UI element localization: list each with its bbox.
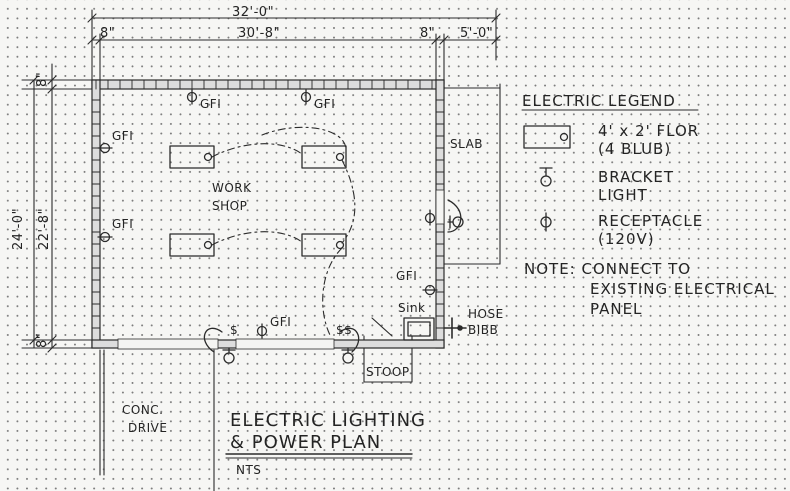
legend-item-line2: (120V) <box>598 230 655 248</box>
drive-label-line1: CONC. <box>122 403 164 417</box>
receptacle-icon <box>186 89 198 105</box>
receptacle-icon <box>422 284 438 296</box>
fluorescent-fixture-icon <box>169 233 215 257</box>
bracket-light-icon <box>539 167 553 187</box>
legend-item-line2: LIGHT <box>598 186 648 204</box>
receptacle-icon <box>424 210 436 226</box>
sink <box>403 317 435 341</box>
receptacle-icon <box>97 231 113 243</box>
building-walls <box>91 79 445 350</box>
fluorescent-fixture-icon <box>523 125 571 149</box>
legend-item-line1: RECEPTACLE <box>598 212 703 230</box>
title-block: ELECTRIC LIGHTING & POWER PLAN NTS <box>225 410 426 477</box>
receptacle-icon <box>97 142 113 154</box>
dim-left-wall: 8" <box>100 26 115 41</box>
gfi-label: GFI <box>314 97 335 111</box>
bracket-light-icon <box>341 347 355 364</box>
dimension-lines <box>21 9 501 491</box>
bracket-light-icon <box>222 347 236 364</box>
fluorescent-fixture-icon <box>301 145 347 169</box>
switch-symbol: $ <box>230 323 238 337</box>
fluorescent-fixture-icon <box>301 233 347 257</box>
sink-label: Sink <box>398 301 426 315</box>
dim-top-wall: 8" <box>35 72 50 87</box>
note-line2: EXISTING ELECTRICAL <box>590 280 775 298</box>
note-line3: PANEL <box>590 300 642 318</box>
fluorescent-fixtures <box>169 145 347 257</box>
dim-right-wall: 8" <box>420 26 435 41</box>
scale-label: NTS <box>236 463 261 477</box>
note-line1: NOTE: CONNECT TO <box>524 260 691 278</box>
drive-label-line2: DRIVE <box>128 421 167 435</box>
hose-label-line2: BIBB <box>468 323 498 337</box>
hose-label-line1: HOSE <box>468 307 504 321</box>
receptacle-icon <box>300 89 312 105</box>
double-switch-symbol: $$ <box>336 323 352 337</box>
wall-hatching <box>91 79 445 329</box>
electric-legend: ELECTRIC LEGEND 4' x 2' FLOR (4 BLUB) BR… <box>521 92 775 318</box>
stoop-label: STOOP <box>366 365 410 379</box>
plan-title-line2: & POWER PLAN <box>230 432 381 453</box>
gfi-label: GFI <box>270 315 291 329</box>
circuit-wiring <box>211 126 356 336</box>
dim-inner-width: 30'-8" <box>238 26 280 41</box>
bracket-lights <box>203 199 464 364</box>
dim-slab-width: 5'-0" <box>460 26 493 41</box>
dim-bottom-wall: 8" <box>35 333 50 348</box>
plan-title-line1: ELECTRIC LIGHTING <box>230 410 426 431</box>
dim-overall-width: 32'-0" <box>232 5 274 20</box>
room-label-line2: SHOP <box>212 199 247 213</box>
slab-label: SLAB <box>450 137 483 151</box>
receptacle-icon <box>540 212 552 232</box>
legend-item-line1: BRACKET <box>598 168 674 186</box>
dim-inner-depth: 22'-8" <box>37 208 52 250</box>
legend-title: ELECTRIC LEGEND <box>522 92 676 110</box>
receptacle-icon <box>256 323 268 339</box>
hose-bibb-icon <box>443 317 467 339</box>
dimension-texts: 32'-0" 8" 30'-8" 8" 5'-0" 8" 24'-0" 22'-… <box>11 5 493 348</box>
receptacles <box>97 89 438 339</box>
fluorescent-fixture-icon <box>169 145 215 169</box>
gfi-label: GFI <box>396 269 417 283</box>
dim-overall-depth: 24'-0" <box>11 208 26 250</box>
gfi-label: GFI <box>200 97 221 111</box>
gfi-label: GFI <box>112 129 133 143</box>
gfi-label: GFI <box>112 217 133 231</box>
room-label-line1: WORK <box>212 181 252 195</box>
legend-item-line2: (4 BLUB) <box>598 140 671 158</box>
legend-item-line1: 4' x 2' FLOR <box>598 122 699 140</box>
plan-labels: GFI GFI GFI GFI GFI GFI WORK SHOP SLAB S… <box>112 97 504 435</box>
